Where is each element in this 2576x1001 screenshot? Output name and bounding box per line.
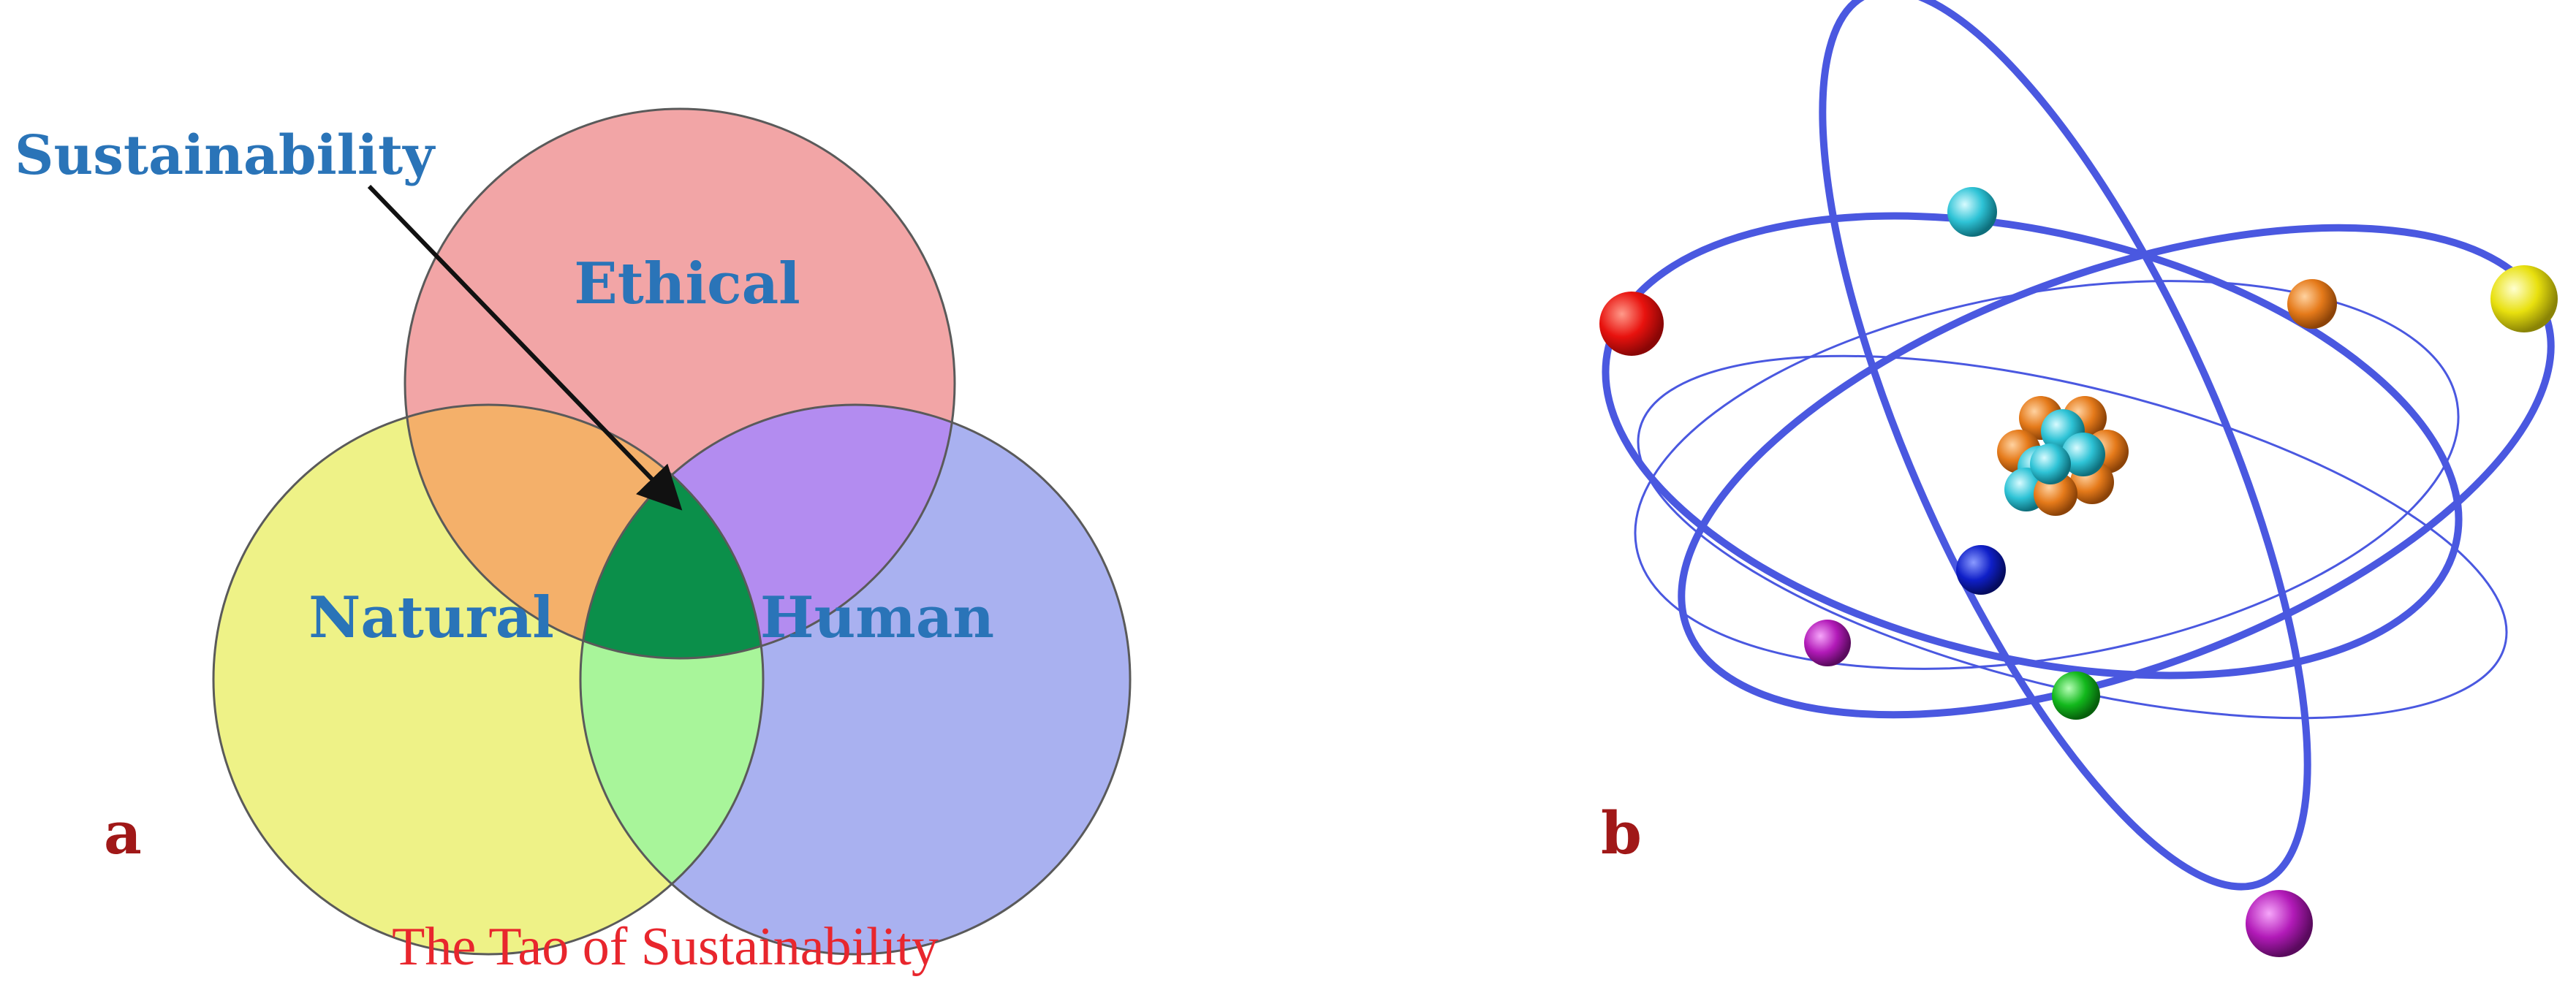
callout-arrow xyxy=(367,184,683,511)
electron-yellow xyxy=(2490,265,2558,332)
callout-sustainability: Sustainability xyxy=(15,124,436,187)
electron-blue xyxy=(1956,545,2006,595)
panel-letter-b: b xyxy=(1601,799,1642,867)
orbit-thin-1 xyxy=(1637,354,2508,720)
nucleus xyxy=(1997,396,2129,516)
panel-a-venn-diagram: Ethical Natural Human Sustainability a T… xyxy=(15,107,1132,977)
panel-b-atom-model: b xyxy=(1599,0,2558,957)
panel-letter-a: a xyxy=(104,799,142,867)
electron-purple-small xyxy=(1804,620,1851,666)
electron-orange xyxy=(2287,279,2337,329)
orbit-3 xyxy=(1819,0,2311,891)
electron-green xyxy=(2052,671,2100,720)
orbit-1 xyxy=(1602,212,2463,680)
electron-cyan xyxy=(1947,187,1997,237)
label-ethical: Ethical xyxy=(574,251,800,317)
caption-tao: The Tao of Sustainability xyxy=(392,917,939,977)
electron-red xyxy=(1599,292,1664,356)
label-natural: Natural xyxy=(308,585,554,651)
label-human: Human xyxy=(760,585,994,651)
electron-purple-large xyxy=(2246,890,2313,957)
overlap-all-three xyxy=(580,405,763,658)
